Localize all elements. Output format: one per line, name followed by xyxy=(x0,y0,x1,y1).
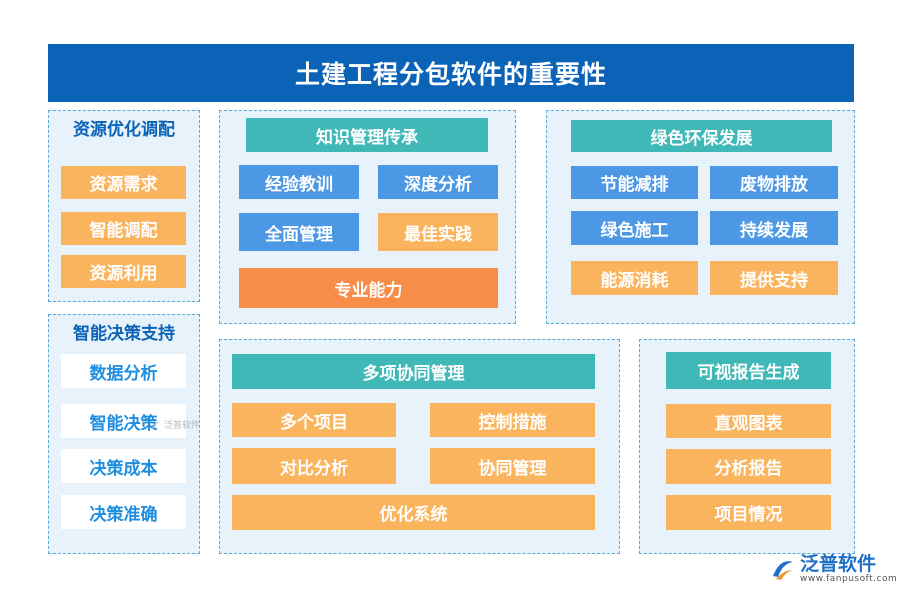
green-item-5: 能源消耗 xyxy=(571,261,698,295)
collab-item-1: 多个项目 xyxy=(232,403,396,437)
resource-item-1: 资源需求 xyxy=(61,166,186,199)
watermark-logo-icon xyxy=(152,421,160,428)
collab-item-2: 控制措施 xyxy=(430,403,595,437)
knowledge-item-4: 最佳实践 xyxy=(378,213,498,251)
knowledge-item-2: 深度分析 xyxy=(378,165,498,199)
green-item-2: 废物排放 xyxy=(710,166,838,199)
decision-item-1: 数据分析 xyxy=(61,354,186,388)
logo-name: 泛普软件 xyxy=(800,553,877,575)
decision-item-3: 决策成本 xyxy=(61,449,186,483)
decision-item-4: 决策准确 xyxy=(61,495,186,529)
panel-resource-title: 资源优化调配 xyxy=(73,120,175,140)
decision-item-2: 智能决策 xyxy=(61,404,186,438)
green-item-1: 节能减排 xyxy=(571,166,698,199)
report-item-3: 项目情况 xyxy=(666,495,831,530)
collab-item-4: 协同管理 xyxy=(430,448,595,484)
knowledge-title: 知识管理传承 xyxy=(246,118,488,152)
green-item-6: 提供支持 xyxy=(710,261,838,295)
resource-item-2: 智能调配 xyxy=(61,212,186,245)
collab-wide: 优化系统 xyxy=(232,495,595,530)
report-item-1: 直观图表 xyxy=(666,404,831,438)
knowledge-item-3: 全面管理 xyxy=(239,213,359,251)
page-title: 土建工程分包软件的重要性 xyxy=(48,44,854,102)
resource-item-3: 资源利用 xyxy=(61,255,186,288)
green-title: 绿色环保发展 xyxy=(571,120,832,152)
collab-item-3: 对比分析 xyxy=(232,448,396,484)
panel-decision-title: 智能决策支持 xyxy=(73,324,175,344)
brand-logo: 泛普软件 www.fanpusoft.com xyxy=(770,554,897,584)
center-watermark: 泛普软件 xyxy=(150,418,200,431)
fanpu-logo-icon xyxy=(773,561,793,580)
green-item-4: 持续发展 xyxy=(710,211,838,245)
green-item-3: 绿色施工 xyxy=(571,211,698,245)
logo-url: www.fanpusoft.com xyxy=(800,574,898,584)
watermark-text: 泛普软件 xyxy=(164,421,201,431)
report-item-2: 分析报告 xyxy=(666,449,831,484)
report-title: 可视报告生成 xyxy=(666,352,831,389)
knowledge-item-1: 经验教训 xyxy=(239,165,359,199)
knowledge-wide: 专业能力 xyxy=(239,268,498,308)
collab-title: 多项协同管理 xyxy=(232,354,595,389)
